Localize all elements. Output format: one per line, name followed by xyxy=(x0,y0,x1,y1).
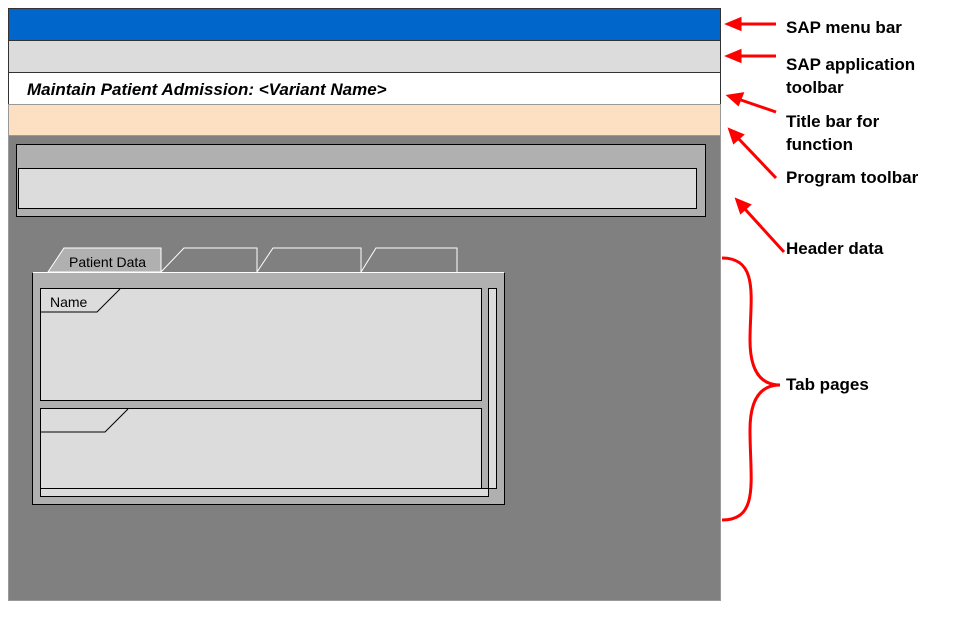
group-label-tab xyxy=(40,288,121,313)
tab-patient-data[interactable] xyxy=(47,247,162,273)
arrow-title-bar xyxy=(737,97,777,114)
group-box-name xyxy=(40,288,482,401)
label-menu-bar: SAP menu bar xyxy=(786,18,902,37)
tab-4[interactable] xyxy=(360,247,458,273)
horizontal-scrollbar[interactable] xyxy=(40,488,489,497)
sap-application-toolbar xyxy=(8,40,721,73)
group-name-label: Name xyxy=(50,294,88,310)
label-program-toolbar: Program toolbar xyxy=(786,168,919,187)
tab-2[interactable] xyxy=(160,247,258,273)
brace-tab-pages xyxy=(721,256,781,522)
sap-menu-bar xyxy=(8,8,721,41)
tab-3[interactable] xyxy=(256,247,362,273)
tab-patient-data-label[interactable]: Patient Data xyxy=(69,254,147,270)
arrow-program-toolbar xyxy=(735,135,778,180)
label-tab-pages: Tab pages xyxy=(786,375,869,394)
group-label-tab xyxy=(40,408,129,433)
program-toolbar xyxy=(8,104,721,136)
vertical-scrollbar[interactable] xyxy=(488,288,497,489)
arrow-header-data xyxy=(742,206,786,254)
header-data-fields xyxy=(18,168,697,209)
label-header-data: Header data xyxy=(786,239,884,258)
